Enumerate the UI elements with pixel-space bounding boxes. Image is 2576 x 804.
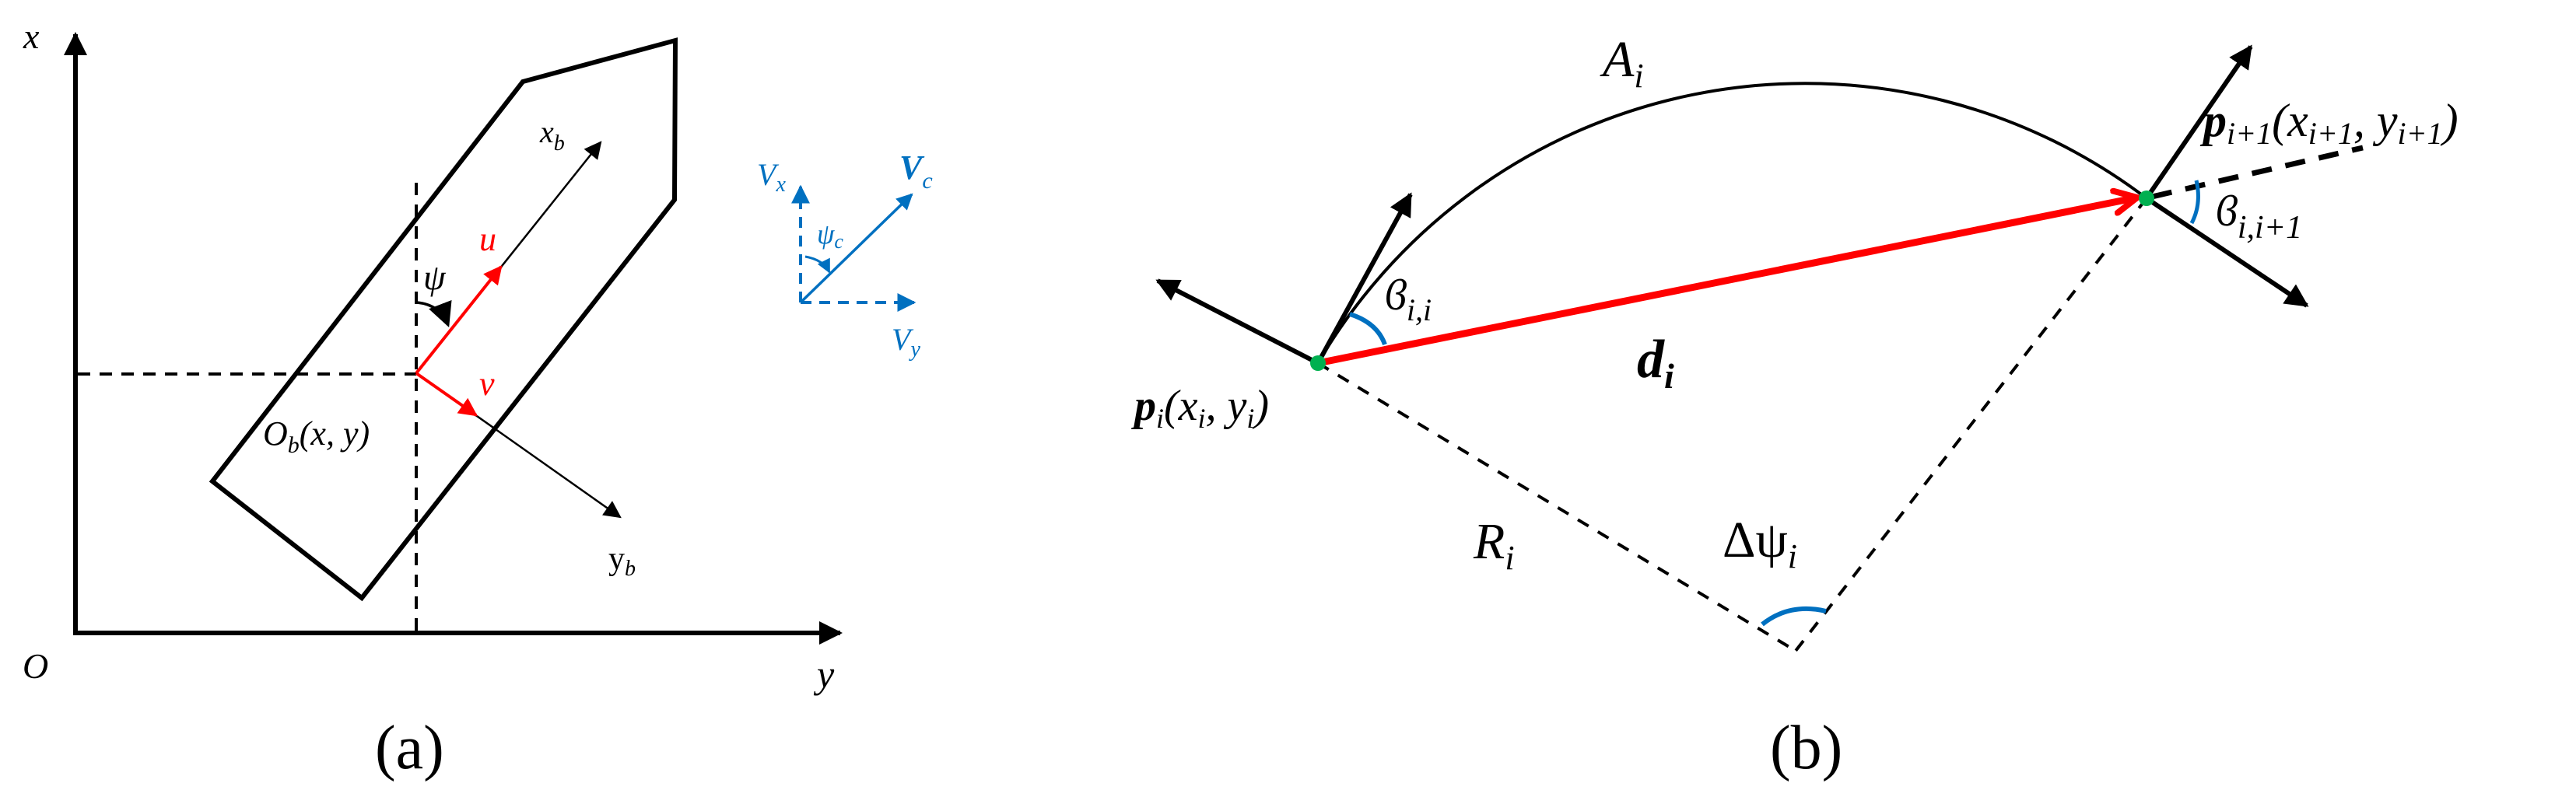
panel-b-caption: (b) <box>1770 714 1842 782</box>
angle-arc-i-i <box>1349 312 1387 346</box>
heading-arrow-pi1 <box>2144 44 2253 200</box>
body-origin-main: O <box>263 414 288 453</box>
point-pi1-ysub: i+1 <box>2397 116 2442 151</box>
heading-arrow-pi <box>1316 192 1413 365</box>
point-pi1-y: y <box>2372 95 2398 146</box>
vx-sub: x <box>775 173 786 197</box>
point-pi1-label: pi+1(xi+1, yi+1) <box>2199 95 2459 151</box>
point-pi-close: ) <box>1252 382 1269 430</box>
body-origin-args: (x, y) <box>300 414 370 453</box>
vy-sub: y <box>908 337 920 362</box>
vx-label: Vx <box>757 157 786 197</box>
point-pi-xsub: i <box>1198 403 1206 434</box>
body-x-axis-sub: b <box>554 131 565 156</box>
angle-i-i1-sub: i,i+1 <box>2238 210 2302 246</box>
surge-velocity-arrow <box>415 265 503 375</box>
heading-angle-arc <box>416 299 452 327</box>
panel-b: Ai di Ri Δψi pi(xi, yi) pi+1(xi+1, yi+1)… <box>1131 31 2459 782</box>
point-pi1-sub: i+1 <box>2227 116 2272 151</box>
chord-label-sub: i <box>1664 356 1674 396</box>
body-origin-sub: b <box>288 432 300 458</box>
current-velocity-inset: Vx Vy Vc ψc <box>757 149 933 362</box>
point-pi1-marker <box>2139 191 2154 206</box>
chord-label-main: d <box>1637 330 1665 390</box>
normal-arrow-pi1 <box>2145 196 2309 308</box>
panel-a: x O y xb yb u v ψ Ob(x, y) Vx Vy <box>23 16 933 782</box>
arc-label-sub: i <box>1634 57 1643 95</box>
arc-label: Ai <box>1600 31 1644 95</box>
vc-sub: c <box>922 168 932 194</box>
angle-i-i1-main: ϐ <box>2216 187 2238 236</box>
point-pi1-x: x <box>2287 95 2308 146</box>
axis-x-label: x <box>23 16 40 56</box>
point-pi1-xsub: i+1 <box>2308 116 2353 151</box>
vc-label: Vc <box>899 149 933 194</box>
delta-psi-main: Δψ <box>1723 512 1788 568</box>
body-y-axis-main: y <box>608 541 625 577</box>
delta-psi-label: Δψi <box>1723 512 1797 575</box>
vc-main: V <box>899 149 925 187</box>
body-origin-label: Ob(x, y) <box>263 414 370 458</box>
point-pi-marker <box>1310 355 1326 371</box>
chord-extension-dashed <box>2151 145 2364 200</box>
vy-label: Vy <box>892 322 920 362</box>
delta-psi-sub: i <box>1788 537 1797 575</box>
vessel-hull-outline <box>209 37 678 602</box>
sway-label: v <box>479 365 495 403</box>
surge-label: u <box>479 220 496 258</box>
body-y-axis-sub: b <box>625 557 636 581</box>
heading-label: ψ <box>423 257 447 297</box>
psi-c-label: ψc <box>817 218 843 253</box>
point-pi-comma: , <box>1206 382 1228 430</box>
chord-label: di <box>1637 330 1674 396</box>
point-pi1-close: ) <box>2441 95 2459 146</box>
normal-arrow-pi <box>1155 278 1320 365</box>
angle-arc-delta-psi <box>1761 606 1827 627</box>
point-pi1-main: p <box>2199 95 2227 146</box>
sway-velocity-arrow <box>415 372 478 417</box>
body-x-axis-label: xb <box>539 114 565 156</box>
vy-main: V <box>892 322 914 357</box>
arc-label-main: A <box>1600 31 1635 88</box>
origin-label: O <box>23 646 48 686</box>
point-pi-main: p <box>1131 382 1156 430</box>
point-pi-open: ( <box>1164 382 1181 430</box>
angle-i-i-sub: i,i <box>1407 292 1432 327</box>
point-pi-x: x <box>1178 382 1198 430</box>
arc-path-ai <box>1316 82 2148 365</box>
angle-arc-i-i1 <box>2189 180 2200 225</box>
point-pi-sub: i <box>1156 403 1164 434</box>
radius-label-main: R <box>1473 513 1505 570</box>
radius-label-sub: i <box>1505 539 1514 577</box>
radius-dashed-line-i <box>1316 362 1797 652</box>
chord-vector-di <box>1317 198 2137 367</box>
point-pi-ysub: i <box>1246 403 1254 434</box>
point-pi-y: y <box>1224 382 1247 430</box>
panel-a-caption: (a) <box>375 714 444 782</box>
axis-y-label: y <box>813 652 835 696</box>
angle-i-i1-label: ϐi,i+1 <box>2216 187 2302 246</box>
psi-c-angle-arc <box>804 255 831 274</box>
body-x-axis-main: x <box>539 114 554 149</box>
angle-i-i-main: ϐ <box>1385 271 1407 320</box>
psi-c-sub: c <box>834 230 843 253</box>
angle-i-i-label: ϐi,i <box>1385 271 1432 327</box>
psi-c-main: ψ <box>817 218 835 250</box>
point-pi1-comma: , <box>2353 95 2377 146</box>
point-pi-label: pi(xi, yi) <box>1131 382 1269 434</box>
body-y-axis-label: yb <box>608 541 636 581</box>
radius-dashed-line-i1 <box>1794 197 2148 652</box>
radius-label: Ri <box>1473 513 1515 577</box>
vx-main: V <box>757 157 780 192</box>
vc-current-arrow <box>799 193 913 304</box>
